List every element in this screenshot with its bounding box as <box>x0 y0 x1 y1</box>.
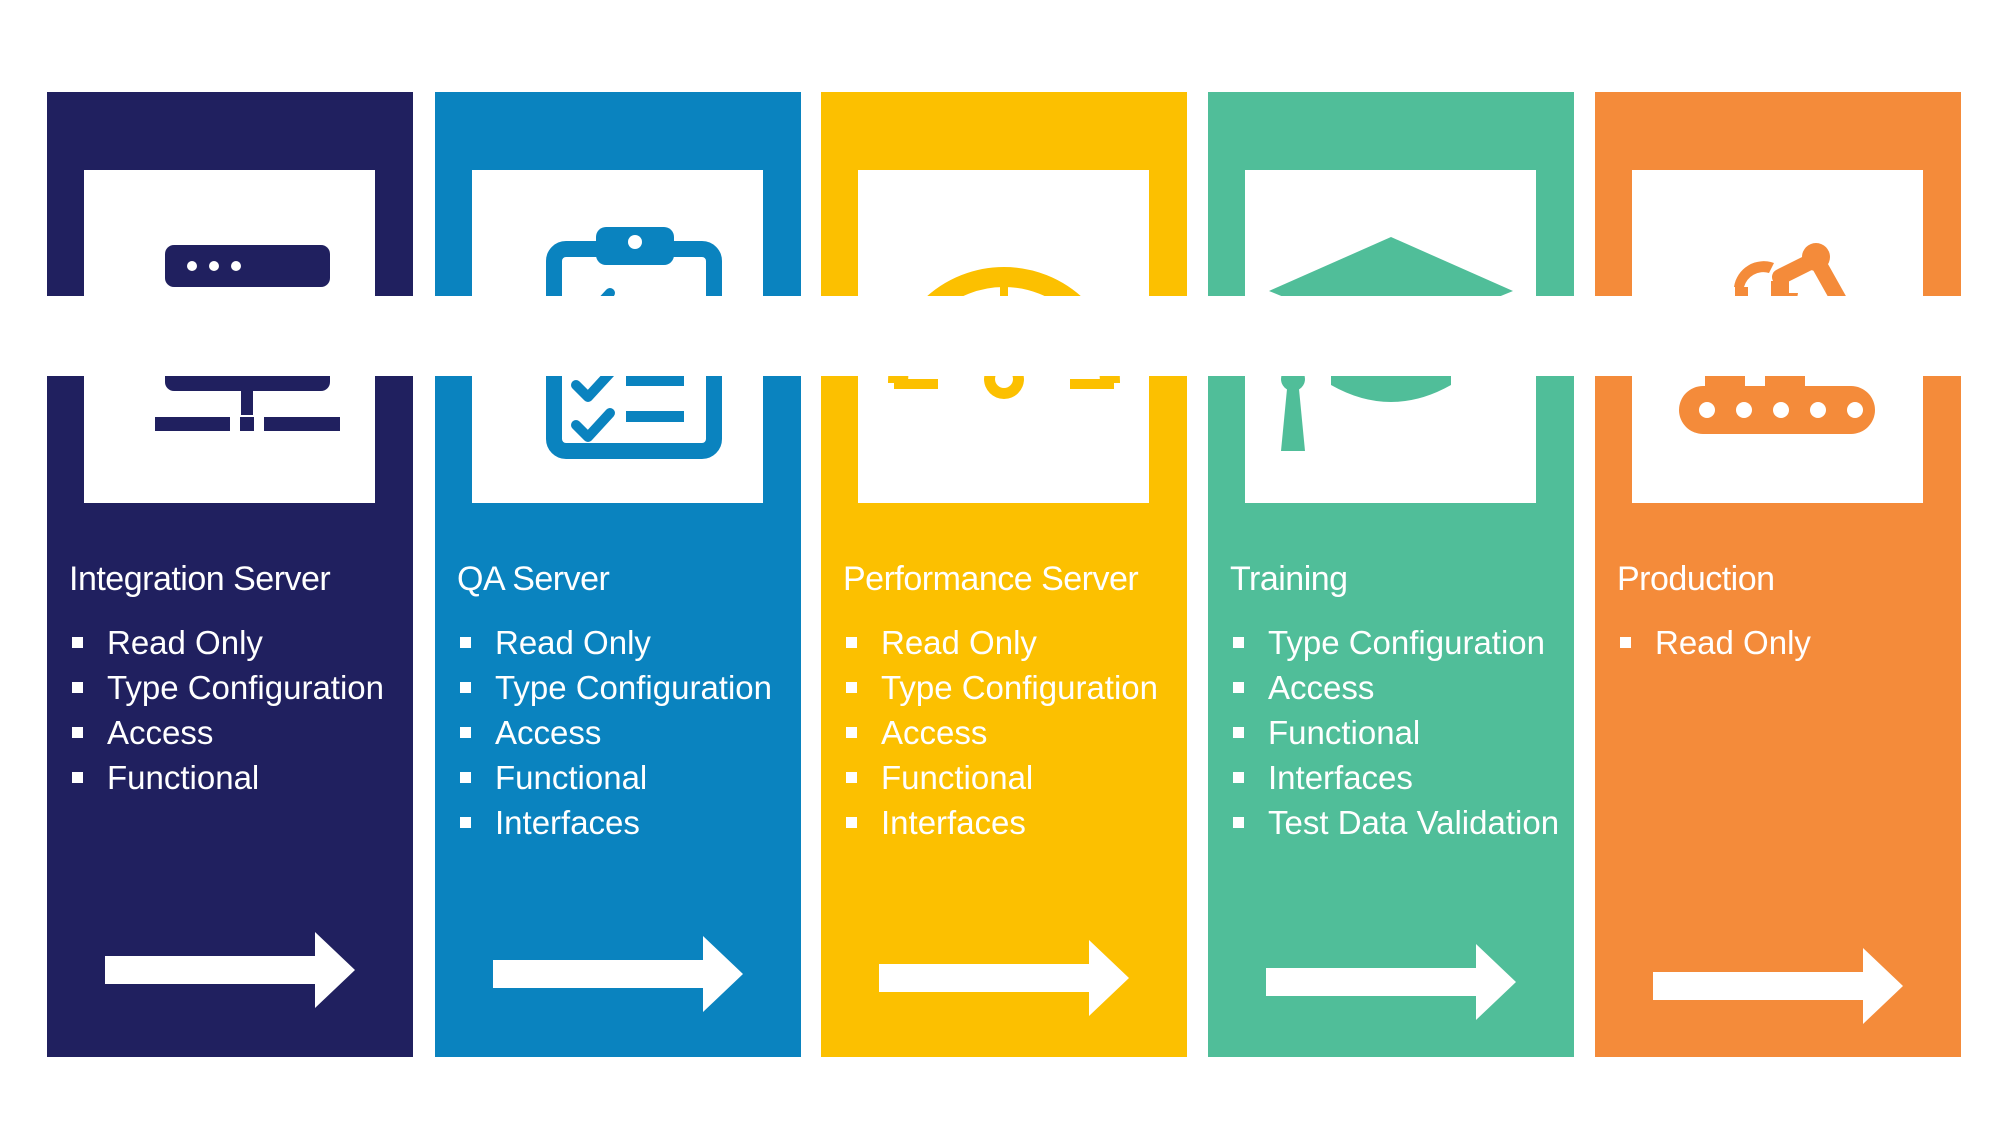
stage-title: Integration Server <box>69 560 331 598</box>
checklist-item-label: Access <box>107 714 214 751</box>
stage-checklist: Read Only <box>1617 620 1811 665</box>
right-arrow-icon <box>493 936 743 1012</box>
checklist-item-label: Access <box>881 714 988 751</box>
checklist-item: Functional <box>1230 710 1559 755</box>
checklist-item: Read Only <box>457 620 772 665</box>
checklist-item-label: Interfaces <box>1268 759 1413 796</box>
checklist-item-label: Read Only <box>495 624 651 661</box>
checklist-item-label: Type Configuration <box>107 669 385 706</box>
right-arrow-icon <box>105 932 355 1008</box>
checklist-item: Access <box>843 710 1158 755</box>
stage-title: Production <box>1617 560 1775 598</box>
right-arrow-icon <box>1266 944 1516 1020</box>
checklist-item-label: Type Configuration <box>881 669 1159 706</box>
stage-production: Production Read Only <box>1595 92 1961 1057</box>
checklist-item-label: Read Only <box>881 624 1037 661</box>
checklist-item-label: Interfaces <box>881 804 1026 841</box>
bullet-square-icon <box>1233 727 1244 738</box>
connector-band <box>0 296 1999 376</box>
checklist-item: Type Configuration <box>1230 620 1559 665</box>
bullet-square-icon <box>72 727 83 738</box>
stage-title: Training <box>1230 560 1348 598</box>
right-arrow-icon <box>879 940 1129 1016</box>
bullet-square-icon <box>72 772 83 783</box>
checklist-item: Access <box>1230 665 1559 710</box>
checklist-item: Test Data Validation <box>1230 800 1559 845</box>
stage-title: QA Server <box>457 560 610 598</box>
checklist-item-label: Access <box>1268 669 1375 706</box>
checklist-item: Access <box>457 710 772 755</box>
bullet-square-icon <box>1233 637 1244 648</box>
checklist-item-label: Functional <box>107 759 260 796</box>
bullet-square-icon <box>1233 682 1244 693</box>
checklist-item: Read Only <box>1617 620 1811 665</box>
bullet-square-icon <box>460 682 471 693</box>
bullet-square-icon <box>1233 817 1244 828</box>
checklist-item: Functional <box>69 755 384 800</box>
checklist-item: Read Only <box>843 620 1158 665</box>
checklist-item-label: Functional <box>495 759 648 796</box>
checklist-item-label: Interfaces <box>495 804 640 841</box>
checklist-item: Interfaces <box>1230 755 1559 800</box>
checklist-item: Interfaces <box>457 800 772 845</box>
checklist-item-label: Functional <box>881 759 1034 796</box>
stage-title: Performance Server <box>843 560 1139 598</box>
checklist-item-label: Access <box>495 714 602 751</box>
checklist-item: Functional <box>457 755 772 800</box>
checklist-item: Functional <box>843 755 1158 800</box>
bullet-square-icon <box>846 817 857 828</box>
checklist-item: Type Configuration <box>69 665 384 710</box>
bullet-square-icon <box>72 637 83 648</box>
bullet-square-icon <box>846 772 857 783</box>
bullet-square-icon <box>846 682 857 693</box>
bullet-square-icon <box>846 637 857 648</box>
checklist-item: Type Configuration <box>457 665 772 710</box>
bullet-square-icon <box>460 727 471 738</box>
bullet-square-icon <box>72 682 83 693</box>
checklist-item: Access <box>69 710 384 755</box>
bullet-square-icon <box>460 637 471 648</box>
checklist-item-label: Test Data Validation <box>1268 804 1560 841</box>
bullet-square-icon <box>846 727 857 738</box>
bullet-square-icon <box>1233 772 1244 783</box>
checklist-item: Read Only <box>69 620 384 665</box>
bullet-square-icon <box>1620 637 1631 648</box>
checklist-item-label: Read Only <box>1655 624 1811 661</box>
checklist-item-label: Read Only <box>107 624 263 661</box>
right-arrow-icon <box>1653 948 1903 1024</box>
checklist-item: Type Configuration <box>843 665 1158 710</box>
checklist-item-label: Type Configuration <box>1268 624 1546 661</box>
bullet-square-icon <box>460 772 471 783</box>
checklist-item-label: Functional <box>1268 714 1421 751</box>
bullet-square-icon <box>460 817 471 828</box>
checklist-item-label: Type Configuration <box>495 669 773 706</box>
checklist-item: Interfaces <box>843 800 1158 845</box>
